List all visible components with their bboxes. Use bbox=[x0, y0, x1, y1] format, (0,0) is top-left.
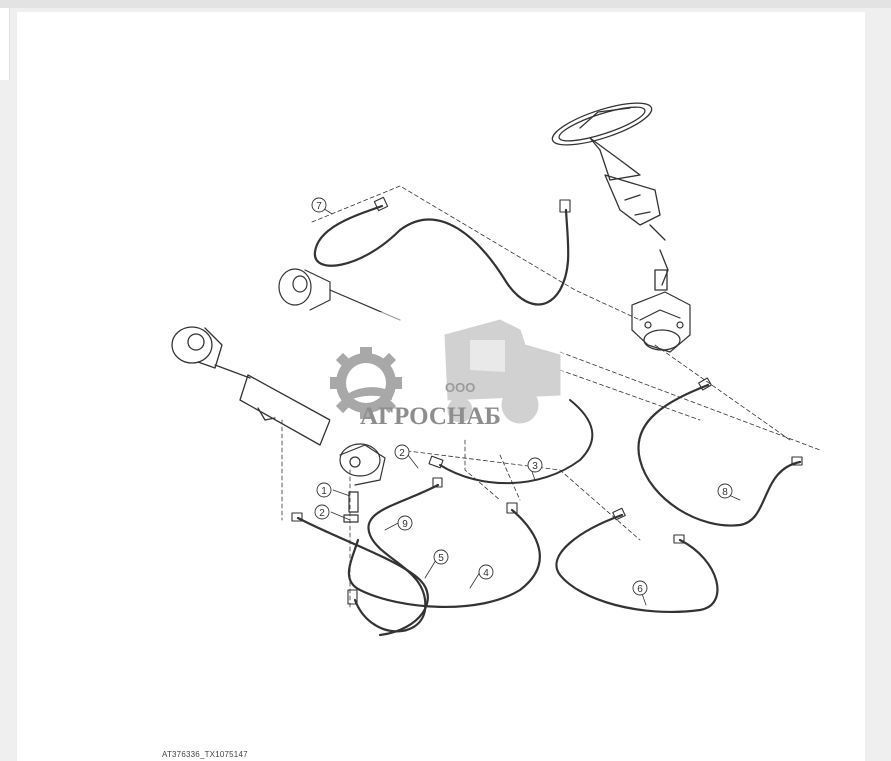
callout-5: 5 bbox=[438, 553, 444, 564]
watermark-name: АГРОСНАБ bbox=[360, 403, 501, 430]
watermark-logo: ООО АГРОСНАБ bbox=[330, 312, 566, 440]
figure-caption: AT376336_TX1075147 bbox=[162, 750, 248, 759]
lower-cylinder bbox=[171, 326, 331, 446]
gear-icon bbox=[330, 347, 402, 419]
callout-circles bbox=[311, 197, 733, 596]
steering-valve bbox=[631, 291, 691, 353]
hose-4 bbox=[347, 508, 541, 608]
callout-9: 9 bbox=[402, 519, 408, 530]
callout-2-upper: 2 bbox=[399, 448, 405, 459]
watermark-prefix: ООО bbox=[445, 380, 475, 395]
callout-2-lower: 2 bbox=[319, 508, 325, 519]
hose-8 bbox=[637, 383, 802, 527]
callout-3: 3 bbox=[532, 461, 538, 472]
callout-8: 8 bbox=[722, 487, 728, 498]
callout-7: 7 bbox=[316, 201, 322, 212]
assembly-lines bbox=[281, 185, 821, 611]
fitting-block bbox=[339, 443, 386, 523]
hose-3 bbox=[439, 399, 594, 485]
callout-6: 6 bbox=[637, 584, 643, 595]
steering-wheel bbox=[551, 102, 669, 291]
hose-lower-left bbox=[296, 516, 429, 637]
callout-1: 1 bbox=[321, 486, 327, 497]
left-panel-stub bbox=[0, 8, 10, 80]
top-bar bbox=[0, 0, 891, 8]
hose-6 bbox=[555, 513, 719, 614]
callout-numbers: 7 2 1 2 3 4 5 6 8 9 bbox=[316, 201, 728, 595]
hose-7 bbox=[313, 204, 570, 306]
callout-4: 4 bbox=[483, 568, 489, 579]
